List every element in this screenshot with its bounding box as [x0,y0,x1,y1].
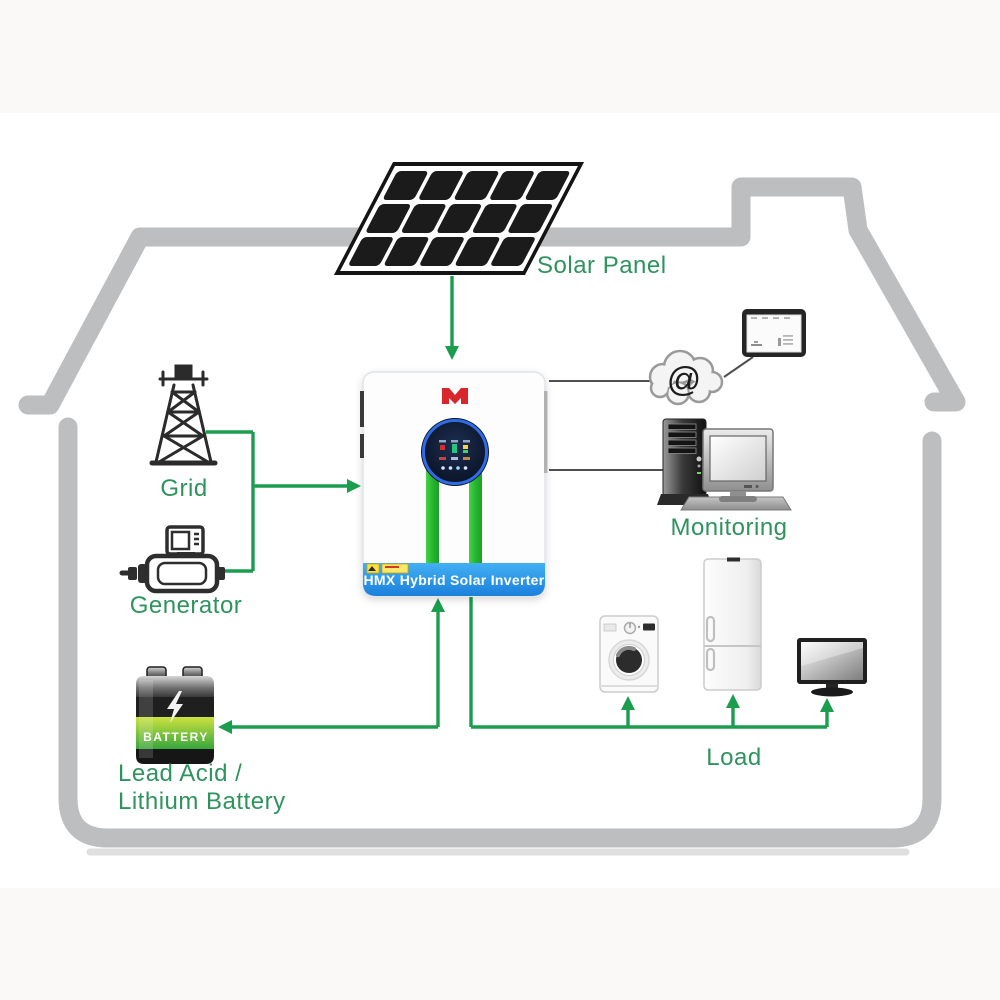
inverter-name-plate: HMX Hybrid Solar Inverter [364,572,545,588]
battery-label-line2: Lithium Battery [118,788,286,815]
washing-machine-icon [599,615,659,693]
arrow-heads [218,346,834,734]
monitoring-label: Monitoring [670,514,787,541]
lightning-bolt-icon [167,691,183,723]
data-links [549,356,754,471]
inverter-logo-icon [442,388,468,404]
grid-label: Grid [160,475,207,502]
cloud-at-icon: @ [648,349,724,406]
inverter-battery-arrow [230,610,440,729]
house-outline [18,177,966,848]
inverter-stripe [426,470,439,564]
battery-label-line1: Lead Acid / [118,760,242,787]
arrowhead-down-icon [445,346,459,360]
house-roof [18,177,966,415]
warning-triangle-icon [368,566,376,571]
battery-badge: BATTERY [143,730,209,744]
inverter-to-load-arrow [469,597,829,729]
grid-tower-icon [149,364,218,466]
cloud-to-tablet-link [723,356,754,378]
inverter-device: HMX Hybrid Solar Inverter [360,371,548,597]
power-connectors [206,276,829,729]
tablet-icon [742,309,806,357]
generator-icon [119,525,225,594]
inverter-name-band [363,563,545,596]
caution-sticker-icon [381,563,409,574]
load-label: Load [706,744,761,771]
inverter-display [421,418,489,486]
at-symbol: @ [667,361,702,399]
mount-bracket-icon [360,391,364,427]
mount-bracket-icon [360,434,364,458]
tv-monitor-icon [797,638,867,697]
battery-icon: BATTERY [136,666,214,764]
photo-bottom-band [0,888,1000,1000]
grid-gen-to-inverter-arrow [206,430,349,573]
solar-panel-label: Solar Panel [537,252,667,279]
monitor-icon [702,428,774,502]
photo-top-band [0,0,1000,113]
arrowhead-up-icon [726,694,740,708]
refrigerator-icon [703,557,762,691]
arrowhead-right-icon [347,479,361,493]
desktop-computer-icon [657,418,792,511]
arrowhead-left-icon [218,720,232,734]
mount-bracket-icon [544,391,548,473]
solar-panel-icon [333,162,585,275]
arrowhead-up-icon [820,698,834,712]
inverter-stripe [469,470,482,564]
house-walls [58,417,942,848]
display-led-indicators [439,440,470,470]
caution-text-mark [385,566,399,568]
generator-label: Generator [130,592,243,619]
arrowhead-up-icon [621,696,635,710]
arrowhead-up-icon [431,598,445,612]
